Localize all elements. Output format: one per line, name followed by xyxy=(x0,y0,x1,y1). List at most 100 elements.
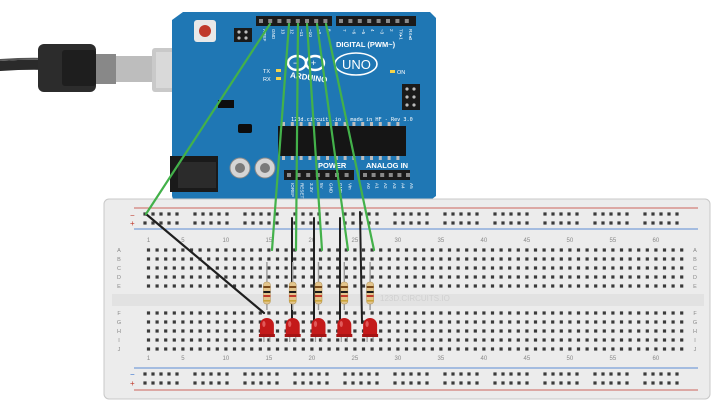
breadboard-hole[interactable] xyxy=(232,347,237,351)
breadboard-hole[interactable] xyxy=(336,320,340,324)
breadboard-hole[interactable] xyxy=(267,311,271,315)
breadboard-hole[interactable] xyxy=(628,338,632,342)
rail-hole[interactable] xyxy=(567,221,571,225)
breadboard-hole[interactable] xyxy=(559,311,563,315)
breadboard-hole[interactable] xyxy=(525,320,529,324)
rail-hole[interactable] xyxy=(667,372,671,376)
breadboard-hole[interactable] xyxy=(284,248,288,252)
breadboard-hole[interactable] xyxy=(585,257,589,261)
rail-hole[interactable] xyxy=(601,212,605,216)
breadboard-hole[interactable] xyxy=(344,311,348,315)
breadboard-hole[interactable] xyxy=(370,257,374,261)
breadboard-hole[interactable] xyxy=(456,284,460,288)
breadboard-hole[interactable] xyxy=(662,284,667,288)
breadboard-hole[interactable] xyxy=(181,284,185,288)
breadboard-hole[interactable] xyxy=(301,248,305,252)
breadboard-hole[interactable] xyxy=(241,266,245,270)
breadboard-hole[interactable] xyxy=(241,248,245,252)
breadboard-hole[interactable] xyxy=(680,347,684,351)
rail-hole[interactable] xyxy=(575,372,579,376)
rail-hole[interactable] xyxy=(459,221,463,225)
breadboard-hole[interactable] xyxy=(146,257,151,261)
breadboard-hole[interactable] xyxy=(413,275,417,279)
breadboard-hole[interactable] xyxy=(181,266,185,270)
rail-hole[interactable] xyxy=(425,212,429,216)
breadboard-hole[interactable] xyxy=(404,266,409,270)
breadboard-hole[interactable] xyxy=(594,338,598,342)
breadboard-hole[interactable] xyxy=(447,248,452,252)
breadboard-hole[interactable] xyxy=(284,266,288,270)
breadboard-hole[interactable] xyxy=(430,257,434,261)
breadboard-hole[interactable] xyxy=(508,311,512,315)
header-pin[interactable] xyxy=(268,19,273,23)
rail-hole[interactable] xyxy=(659,221,663,225)
rail-hole[interactable] xyxy=(259,212,263,216)
rail-hole[interactable] xyxy=(325,372,329,376)
breadboard-hole[interactable] xyxy=(361,347,366,351)
rail-hole[interactable] xyxy=(325,381,329,385)
breadboard-hole[interactable] xyxy=(482,320,486,324)
breadboard-hole[interactable] xyxy=(645,311,649,315)
breadboard-hole[interactable] xyxy=(318,266,323,270)
rail-hole[interactable] xyxy=(143,221,147,225)
breadboard-hole[interactable] xyxy=(559,275,563,279)
breadboard-hole[interactable] xyxy=(637,275,641,279)
breadboard-hole[interactable] xyxy=(258,338,262,342)
breadboard-hole[interactable] xyxy=(396,275,400,279)
breadboard-hole[interactable] xyxy=(215,347,219,351)
breadboard-hole[interactable] xyxy=(396,248,400,252)
breadboard-hole[interactable] xyxy=(318,311,323,315)
breadboard-hole[interactable] xyxy=(344,275,348,279)
breadboard-hole[interactable] xyxy=(310,311,314,315)
breadboard-hole[interactable] xyxy=(576,329,581,333)
breadboard-hole[interactable] xyxy=(568,347,572,351)
breadboard-hole[interactable] xyxy=(310,257,314,261)
breadboard-hole[interactable] xyxy=(637,320,641,324)
breadboard-hole[interactable] xyxy=(327,275,331,279)
breadboard-hole[interactable] xyxy=(576,311,581,315)
breadboard-hole[interactable] xyxy=(439,284,443,288)
header-pin[interactable] xyxy=(339,19,343,23)
breadboard-hole[interactable] xyxy=(473,320,477,324)
rail-hole[interactable] xyxy=(209,221,213,225)
breadboard-hole[interactable] xyxy=(585,347,589,351)
wire-signal[interactable] xyxy=(315,22,350,252)
header-pin[interactable] xyxy=(286,19,291,23)
breadboard-hole[interactable] xyxy=(439,329,443,333)
breadboard-hole[interactable] xyxy=(215,329,219,333)
rail-hole[interactable] xyxy=(443,221,447,225)
breadboard-hole[interactable] xyxy=(568,338,572,342)
breadboard-hole[interactable] xyxy=(654,329,658,333)
rail-hole[interactable] xyxy=(501,212,505,216)
breadboard-hole[interactable] xyxy=(439,347,443,351)
rail-hole[interactable] xyxy=(659,372,663,376)
rail-hole[interactable] xyxy=(201,221,205,225)
breadboard-hole[interactable] xyxy=(465,275,469,279)
breadboard-hole[interactable] xyxy=(637,329,641,333)
breadboard-hole[interactable] xyxy=(662,248,667,252)
rail-hole[interactable] xyxy=(459,372,463,376)
breadboard-hole[interactable] xyxy=(189,338,194,342)
breadboard-hole[interactable] xyxy=(172,320,176,324)
breadboard-hole[interactable] xyxy=(542,338,546,342)
breadboard-hole[interactable] xyxy=(508,320,512,324)
rail-hole[interactable] xyxy=(351,381,355,385)
breadboard-hole[interactable] xyxy=(645,338,649,342)
breadboard-hole[interactable] xyxy=(473,338,477,342)
breadboard-hole[interactable] xyxy=(516,311,520,315)
breadboard-hole[interactable] xyxy=(404,329,409,333)
rail-hole[interactable] xyxy=(625,212,629,216)
breadboard-hole[interactable] xyxy=(637,338,641,342)
breadboard-hole[interactable] xyxy=(155,347,159,351)
breadboard-hole[interactable] xyxy=(250,275,254,279)
breadboard-hole[interactable] xyxy=(430,248,434,252)
breadboard-hole[interactable] xyxy=(439,266,443,270)
rail-hole[interactable] xyxy=(517,221,521,225)
breadboard-hole[interactable] xyxy=(198,320,202,324)
rail-hole[interactable] xyxy=(167,221,171,225)
breadboard-hole[interactable] xyxy=(232,266,237,270)
breadboard-hole[interactable] xyxy=(293,266,297,270)
breadboard-hole[interactable] xyxy=(516,284,520,288)
breadboard-hole[interactable] xyxy=(404,257,409,261)
breadboard-hole[interactable] xyxy=(284,257,288,261)
